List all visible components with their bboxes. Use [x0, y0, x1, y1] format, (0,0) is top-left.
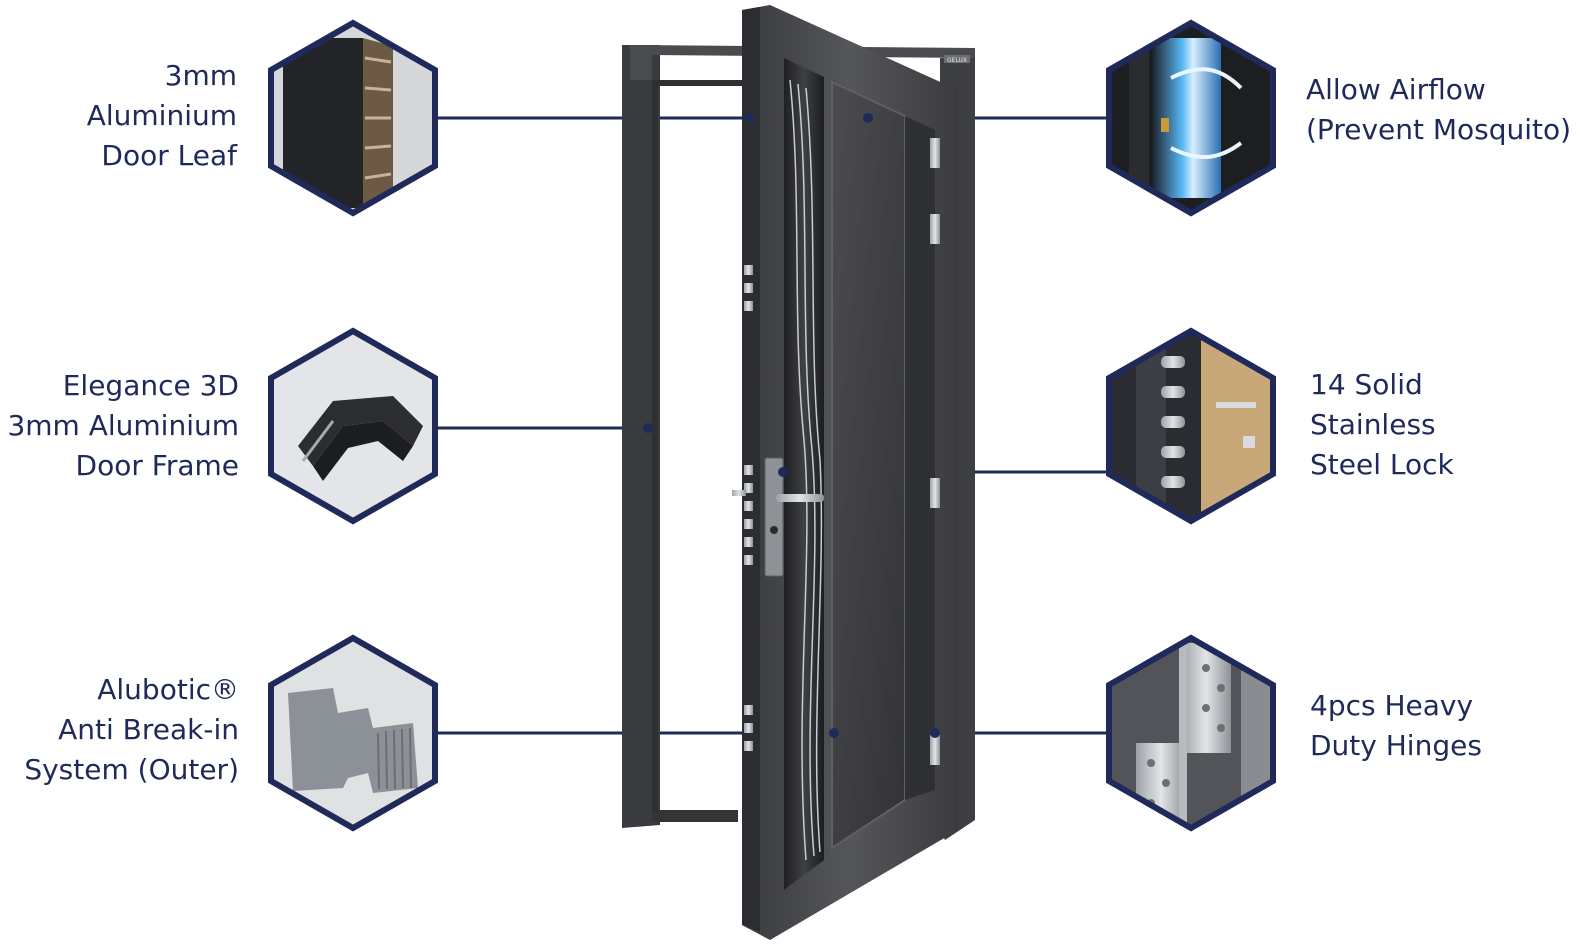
- label-line: Elegance 3D: [62, 369, 239, 402]
- label-line: Steel Lock: [1310, 448, 1454, 481]
- label-line: 14 Solid: [1310, 368, 1423, 401]
- label-line: 3mm: [164, 59, 237, 92]
- dot-anti-break-in: [829, 728, 839, 738]
- label-door-frame: Elegance 3D 3mm Aluminium Door Frame: [0, 366, 239, 486]
- label-line: Allow Airflow: [1306, 73, 1486, 106]
- lock-bolts: [744, 265, 753, 751]
- label-airflow: Allow Airflow (Prevent Mosquito): [1306, 70, 1583, 150]
- label-line: (Prevent Mosquito): [1306, 113, 1572, 146]
- steel-lock-icon: [1106, 327, 1276, 525]
- dot-door-leaf: [745, 113, 755, 123]
- hinge-icon: [1106, 634, 1276, 832]
- label-door-leaf: 3mm Aluminium Door Leaf: [0, 56, 237, 176]
- dot-door-frame: [643, 423, 653, 433]
- dot-airflow: [863, 113, 873, 123]
- label-hinges: 4pcs Heavy Duty Hinges: [1310, 686, 1580, 766]
- label-line: Alubotic®: [97, 673, 239, 706]
- dot-hinges: [930, 728, 940, 738]
- label-line: Aluminium: [86, 99, 237, 132]
- brand-plate-text: GELUX: [947, 57, 967, 64]
- door-leaf: [732, 5, 958, 940]
- door-illustration: GELUX: [622, 5, 975, 940]
- label-line: Anti Break-in: [58, 713, 239, 746]
- hinge: [930, 735, 940, 765]
- hinge: [930, 478, 940, 508]
- wave-pattern: [789, 79, 823, 861]
- door-handle: [764, 457, 824, 577]
- label-anti-break-in: Alubotic® Anti Break-in System (Outer): [0, 670, 239, 790]
- label-line: Duty Hinges: [1310, 729, 1482, 762]
- label-line: 3mm Aluminium: [7, 409, 239, 442]
- aluminium-leaf-profile-icon: [268, 19, 438, 217]
- hinge: [930, 138, 940, 168]
- decorative-glass-strip: [784, 58, 824, 890]
- label-line: 4pcs Heavy: [1310, 689, 1474, 722]
- airflow-icon: [1106, 19, 1276, 217]
- brand-plate: [944, 55, 970, 63]
- label-line: Door Frame: [75, 449, 239, 482]
- label-line: Door Leaf: [101, 139, 237, 172]
- label-line: System (Outer): [24, 753, 239, 786]
- aluminium-frame-profile-icon: [268, 327, 438, 525]
- anti-break-in-profile-icon: [268, 634, 438, 832]
- label-line: Stainless: [1310, 408, 1436, 441]
- door-inner-panel: [831, 80, 906, 850]
- connector-dots: [643, 113, 940, 738]
- label-steel-lock: 14 Solid Stainless Steel Lock: [1310, 365, 1580, 485]
- hinge: [930, 214, 940, 244]
- dot-lock: [778, 467, 788, 477]
